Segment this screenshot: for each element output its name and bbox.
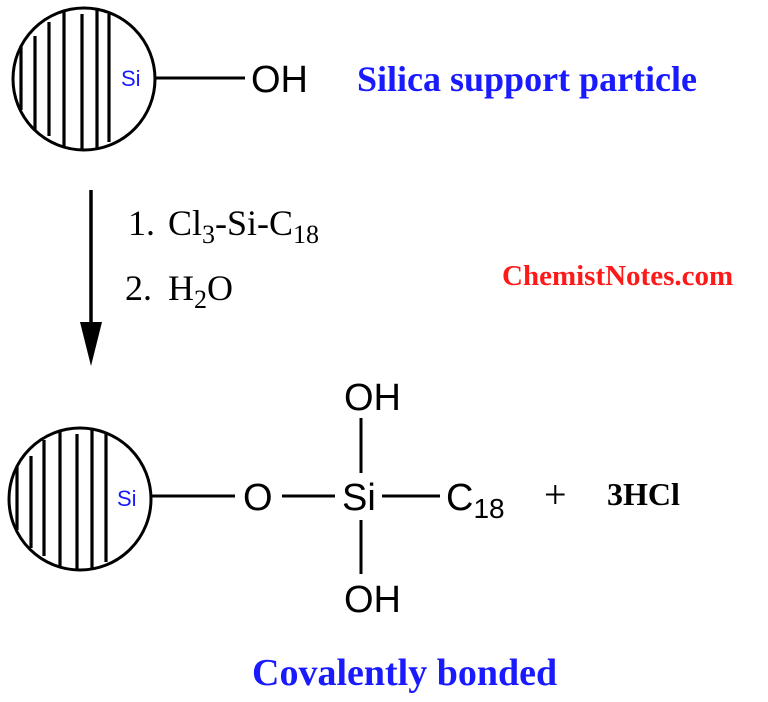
- reagent-step-1: 1. Cl3-Si-C18: [128, 203, 319, 249]
- reaction-arrow: [80, 190, 102, 366]
- step1-si-c: -Si-C: [215, 203, 293, 243]
- hydroxyl-group: OH: [251, 59, 308, 101]
- particle-circle: [7, 426, 153, 572]
- top-hydroxyl: OH: [344, 377, 401, 419]
- center-silicon: Si: [342, 477, 376, 519]
- hatch-lines: [19, 8, 111, 150]
- byproduct-hcl: 3HCl: [607, 476, 680, 512]
- hatch-lines: [15, 428, 108, 570]
- watermark-text: ChemistNotes.com: [502, 260, 733, 292]
- step1-number: 1.: [128, 203, 155, 243]
- bridge-oxygen: O: [243, 477, 273, 519]
- step2-h: H: [168, 268, 194, 308]
- bottom-hydroxyl: OH: [344, 579, 401, 621]
- svg-text:2. H2O: 2. H2O: [125, 268, 233, 314]
- covalently-bonded-label: Covalently bonded: [252, 652, 557, 694]
- silica-particle-product: Si: [7, 426, 153, 572]
- silica-particle-reactant: Si: [11, 6, 157, 152]
- particle-si-label: Si: [117, 486, 137, 511]
- arrowhead-icon: [80, 322, 102, 366]
- c18-subscript: 18: [473, 493, 504, 524]
- reagent-step-2: 2. H2O: [125, 268, 233, 314]
- svg-text:1. Cl3-Si-C18: 1. Cl3-Si-C18: [128, 203, 319, 249]
- step2-number: 2.: [125, 268, 152, 308]
- particle-si-label: Si: [121, 66, 141, 91]
- step1-c-subscript: 18: [293, 220, 319, 249]
- c18-chain: C18: [446, 477, 505, 524]
- step1-cl: Cl: [168, 203, 202, 243]
- step2-h-subscript: 2: [194, 285, 207, 314]
- plus-sign: +: [544, 472, 567, 517]
- step2-o: O: [207, 268, 233, 308]
- step1-cl-subscript: 3: [202, 220, 215, 249]
- c18-c: C: [446, 477, 473, 519]
- silica-support-label: Silica support particle: [357, 59, 697, 99]
